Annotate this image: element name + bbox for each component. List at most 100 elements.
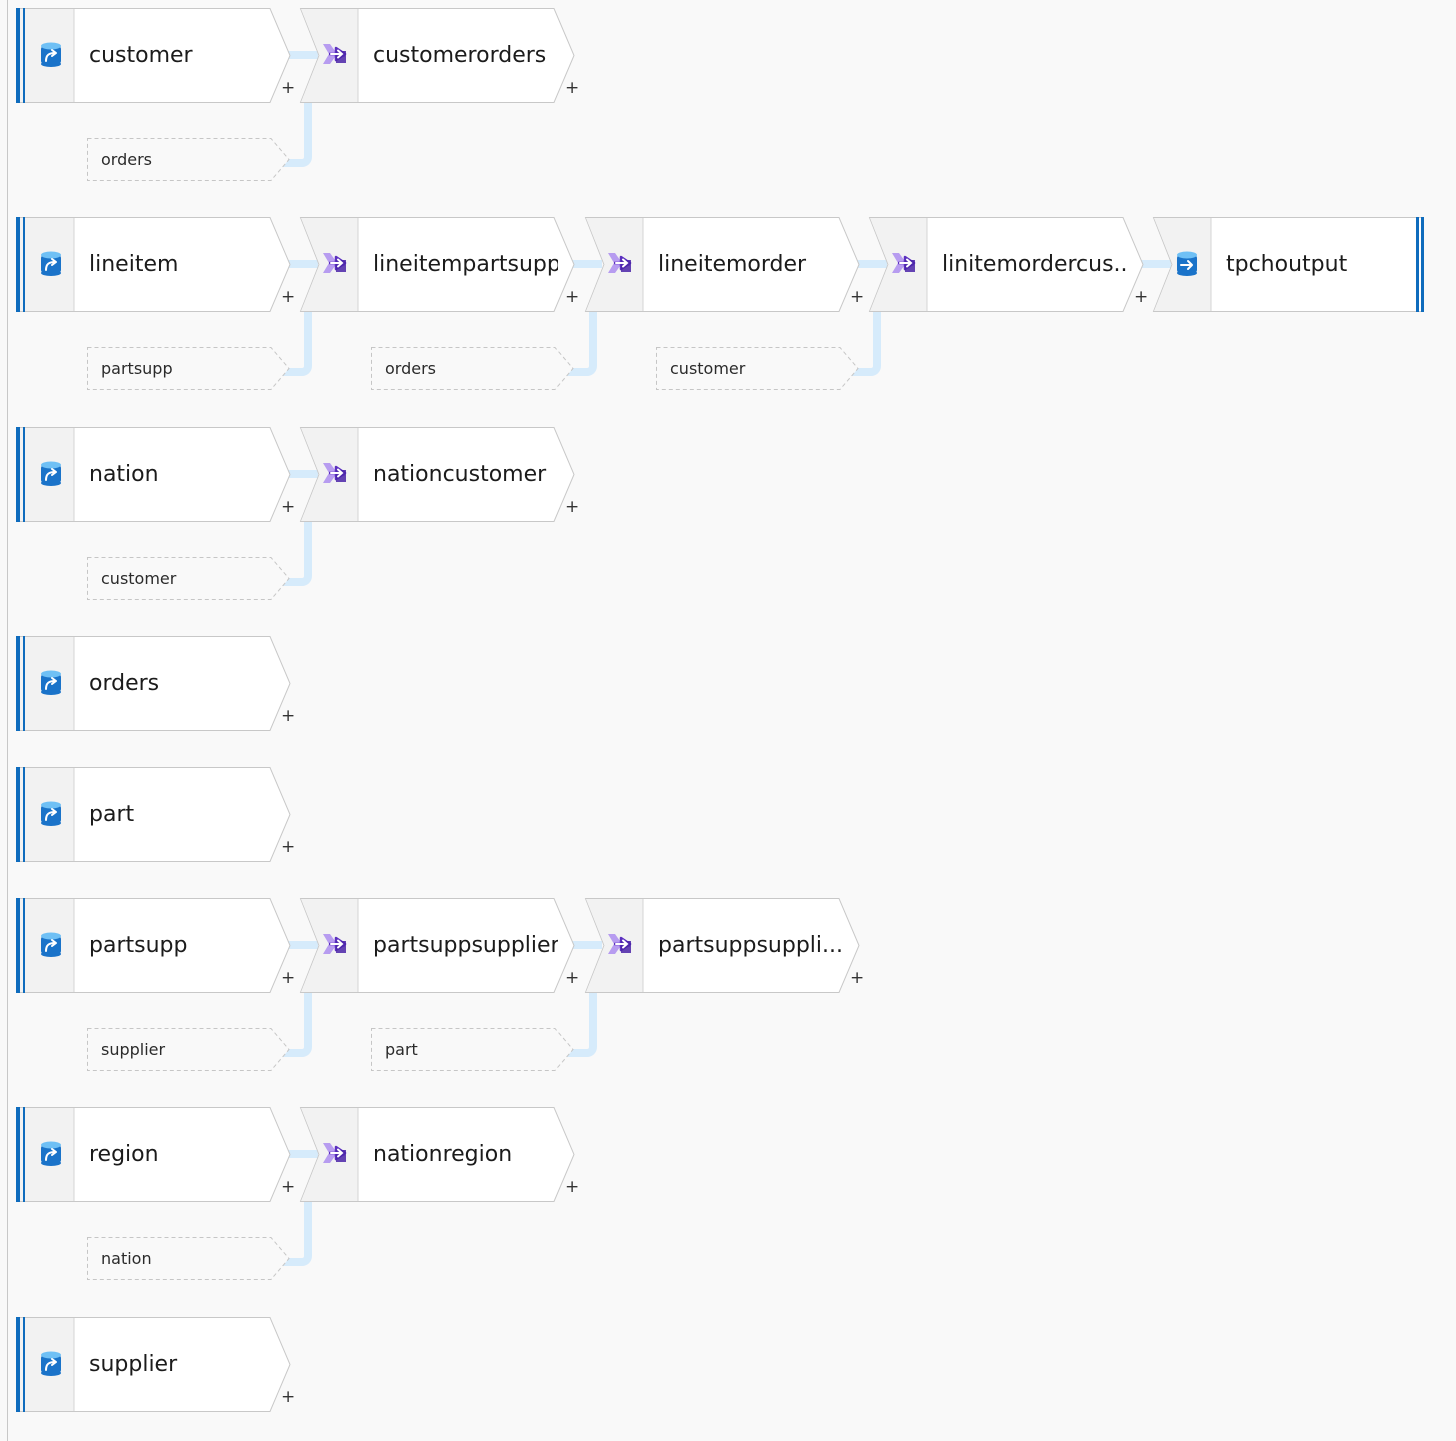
node-nationregion[interactable]: nationregion + (299, 1107, 580, 1202)
add-transform-button[interactable]: + (281, 78, 296, 98)
reference-orders[interactable]: orders (87, 138, 292, 181)
reference-customer[interactable]: customer (87, 557, 292, 600)
join-icon (605, 930, 633, 958)
node-supplier[interactable]: supplier + (16, 1317, 296, 1412)
reference-label: orders (385, 359, 436, 378)
node-partsuppsuppli[interactable]: partsuppsuppli... + (584, 898, 865, 993)
node-partsupp[interactable]: partsupp + (16, 898, 296, 993)
join-icon (889, 249, 917, 277)
reference-label: supplier (101, 1040, 166, 1059)
add-transform-button[interactable]: + (281, 497, 296, 517)
add-transform-button[interactable]: + (281, 287, 296, 307)
join-icon (320, 1139, 348, 1167)
node-label: lineitem (89, 252, 179, 277)
node-customerorders[interactable]: customerorders + (299, 8, 580, 103)
node-label: partsupp (89, 933, 188, 958)
reference-supplier[interactable]: supplier (87, 1028, 292, 1071)
reference-label: orders (101, 150, 152, 169)
reference-label: partsupp (101, 359, 173, 378)
reference-label: customer (101, 569, 177, 588)
stream-link (286, 470, 318, 478)
reference-nation[interactable]: nation (87, 1237, 292, 1280)
join-icon (320, 930, 348, 958)
node-label: linitemordercus... (942, 252, 1127, 277)
add-transform-button[interactable]: + (281, 968, 296, 988)
node-region[interactable]: region + (16, 1107, 296, 1202)
node-customer[interactable]: customer+ (16, 8, 296, 103)
source-icon (37, 668, 65, 696)
node-label: customerorders (373, 43, 547, 68)
reference-partsupp[interactable]: partsupp (87, 347, 292, 390)
node-nation[interactable]: nation + (16, 427, 296, 522)
node-label: supplier (89, 1352, 178, 1377)
add-transform-button[interactable]: + (850, 968, 865, 988)
node-shape (299, 8, 575, 103)
add-transform-button[interactable]: + (565, 968, 580, 988)
reference-shape (87, 557, 290, 600)
reference-shape (371, 347, 574, 390)
add-transform-button[interactable]: + (850, 287, 865, 307)
reference-link (282, 103, 312, 167)
reference-label: customer (670, 359, 746, 378)
reference-part[interactable]: part (371, 1028, 576, 1071)
node-linitemordercus[interactable]: linitemordercus... + (868, 217, 1149, 312)
add-transform-button[interactable]: + (281, 1177, 296, 1197)
reference-orders[interactable]: orders (371, 347, 576, 390)
add-transform-button[interactable]: + (565, 1177, 580, 1197)
reference-shape (87, 1237, 290, 1280)
node-nationcustomer[interactable]: nationcustomer + (299, 427, 580, 522)
reference-label: part (385, 1040, 418, 1059)
reference-link (567, 312, 597, 376)
reference-link (567, 993, 597, 1057)
add-transform-button[interactable]: + (565, 78, 580, 98)
stream-link (1139, 260, 1171, 268)
node-label: nation (89, 462, 159, 487)
reference-shape (87, 347, 290, 390)
node-shape (16, 767, 291, 862)
node-label: partsuppsupplier (373, 933, 558, 958)
add-transform-button[interactable]: + (565, 287, 580, 307)
node-shape (16, 8, 291, 103)
reference-link (282, 312, 312, 376)
source-icon (37, 930, 65, 958)
node-lineitemorder[interactable]: lineitemorder + (584, 217, 865, 312)
add-transform-button[interactable]: + (281, 706, 296, 726)
stream-link (570, 941, 602, 949)
node-orders[interactable]: orders + (16, 636, 296, 731)
stream-link (286, 1150, 318, 1158)
stream-link (570, 260, 602, 268)
source-icon (37, 249, 65, 277)
node-label: partsuppsuppli... (658, 933, 843, 958)
node-partsuppsupplier[interactable]: partsuppsupplier + (299, 898, 580, 993)
reference-link (282, 993, 312, 1057)
node-lineitem[interactable]: lineitem + (16, 217, 296, 312)
reference-link (282, 1202, 312, 1266)
node-label: part (89, 802, 135, 827)
reference-label: nation (101, 1249, 152, 1268)
source-icon (37, 799, 65, 827)
join-icon (605, 249, 633, 277)
source-icon (37, 40, 65, 68)
reference-link (851, 312, 881, 376)
reference-customer[interactable]: customer (656, 347, 861, 390)
reference-shape (87, 1028, 290, 1071)
node-label: region (89, 1142, 159, 1167)
reference-shape (87, 138, 290, 181)
node-label: lineitempartsupp (373, 252, 558, 277)
node-label: nationregion (373, 1142, 513, 1167)
node-lineitempartsupp[interactable]: lineitempartsupp + (299, 217, 580, 312)
join-icon (320, 40, 348, 68)
canvas-left-border (7, 0, 8, 1441)
node-part[interactable]: part + (16, 767, 296, 862)
add-transform-button[interactable]: + (1134, 287, 1149, 307)
join-icon (320, 459, 348, 487)
add-transform-button[interactable]: + (281, 1387, 296, 1407)
add-transform-button[interactable]: + (565, 497, 580, 517)
node-label: nationcustomer (373, 462, 547, 487)
node-tpchoutput[interactable]: tpchoutput (1152, 217, 1428, 312)
reference-link (282, 522, 312, 586)
add-transform-button[interactable]: + (281, 837, 296, 857)
node-label: lineitemorder (658, 252, 807, 277)
node-label: orders (89, 671, 160, 696)
